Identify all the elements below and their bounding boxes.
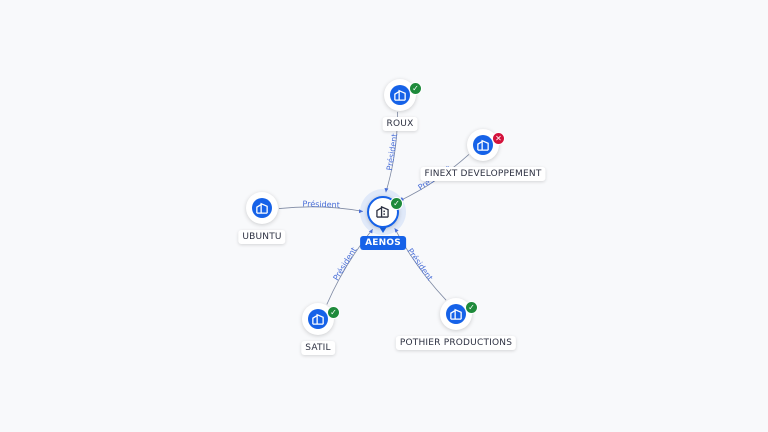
status-ko-icon: ✕ (492, 132, 505, 145)
building-icon (376, 205, 389, 218)
building-icon (312, 313, 324, 325)
status-ok-icon: ✓ (327, 306, 340, 319)
status-ok-icon: ✓ (465, 301, 478, 314)
edge-ubuntu (278, 206, 364, 212)
node-circle[interactable] (246, 192, 278, 224)
building-icon (477, 139, 489, 151)
node-circle[interactable] (467, 129, 499, 161)
edge-label: Président (405, 246, 435, 282)
edge-label: Président (331, 245, 359, 282)
building-icon (450, 308, 462, 320)
arrow-icon (358, 209, 364, 214)
arrow-icon (384, 187, 389, 193)
node-circle[interactable] (440, 298, 472, 330)
edge-label: Président (384, 133, 399, 171)
node-label: ROUX (382, 117, 418, 131)
building-icon (394, 89, 406, 101)
status-ok-icon: ✓ (409, 82, 422, 95)
edge-label: Président (302, 198, 340, 209)
building-icon (256, 202, 268, 214)
node-label: SATIL (301, 341, 335, 355)
node-label: AENOS (360, 236, 406, 250)
node-label: FINEXT DEVELOPPEMENT (420, 167, 546, 181)
status-ok-icon: ✓ (390, 197, 403, 210)
arrow-icon (394, 228, 399, 233)
node-label: UBUNTU (238, 230, 286, 244)
node-label: POTHIER PRODUCTIONS (395, 336, 517, 350)
pin-tail (378, 225, 388, 233)
arrow-icon (368, 229, 373, 234)
